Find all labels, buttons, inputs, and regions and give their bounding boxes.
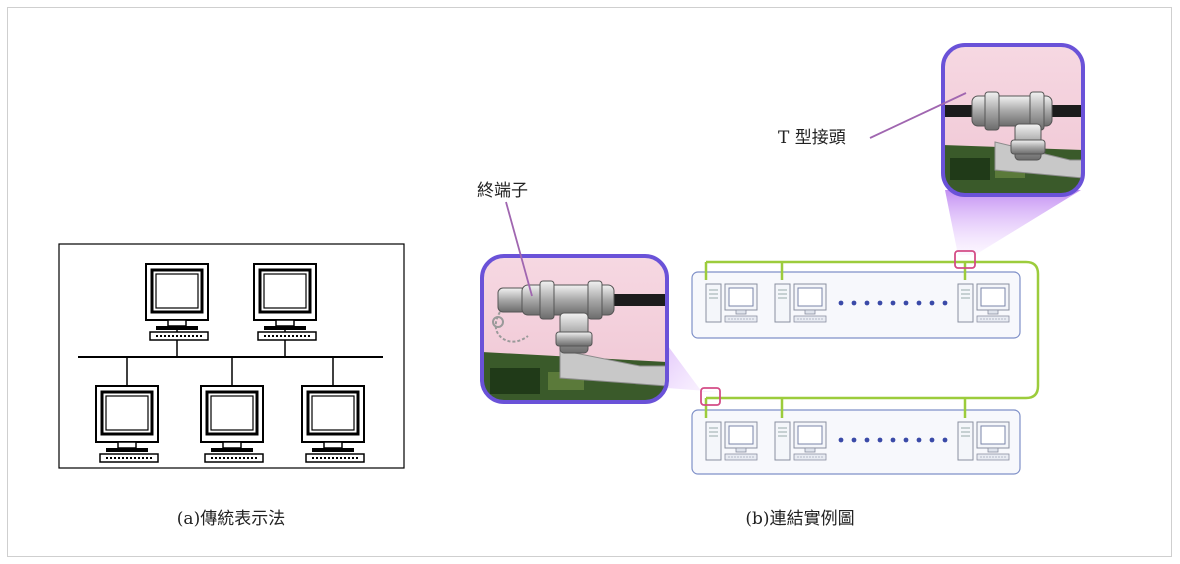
callout-line-terminator	[505, 201, 533, 297]
figure-frame	[7, 7, 1172, 557]
lan-pc-bottom-1	[705, 421, 758, 461]
zoom-lens-t-connector	[941, 43, 1085, 197]
highlight-t-connector	[954, 250, 976, 269]
lan-pc-bottom-2	[774, 421, 827, 461]
label-terminator: 終端子	[477, 181, 528, 201]
callout-line-t-connector	[869, 92, 967, 139]
coax-cable	[704, 260, 1040, 418]
panel-a-bus-diagram	[58, 243, 405, 469]
lan-segment-bottom	[691, 409, 1021, 475]
lan-pc-top-2	[774, 283, 827, 323]
lan-pc-top-1	[705, 283, 758, 323]
label-t-connector: T 型接頭	[778, 128, 846, 148]
caption-b: (b)連結實例圖	[745, 509, 854, 529]
highlight-terminator	[700, 387, 721, 406]
lan-pc-top-3	[957, 283, 1010, 323]
lens-beam-terminator	[634, 300, 720, 392]
lens-beam-t-connector	[945, 190, 1081, 255]
lan-pc-bottom-3	[957, 421, 1010, 461]
panel-b-coax-example	[480, 43, 1085, 475]
zoom-lens-terminator	[480, 254, 669, 404]
lan-segment-top	[691, 271, 1021, 339]
ellipsis-dots-top	[838, 300, 948, 306]
caption-a: (a)傳統表示法	[177, 509, 285, 529]
ellipsis-dots-bottom	[838, 437, 948, 443]
